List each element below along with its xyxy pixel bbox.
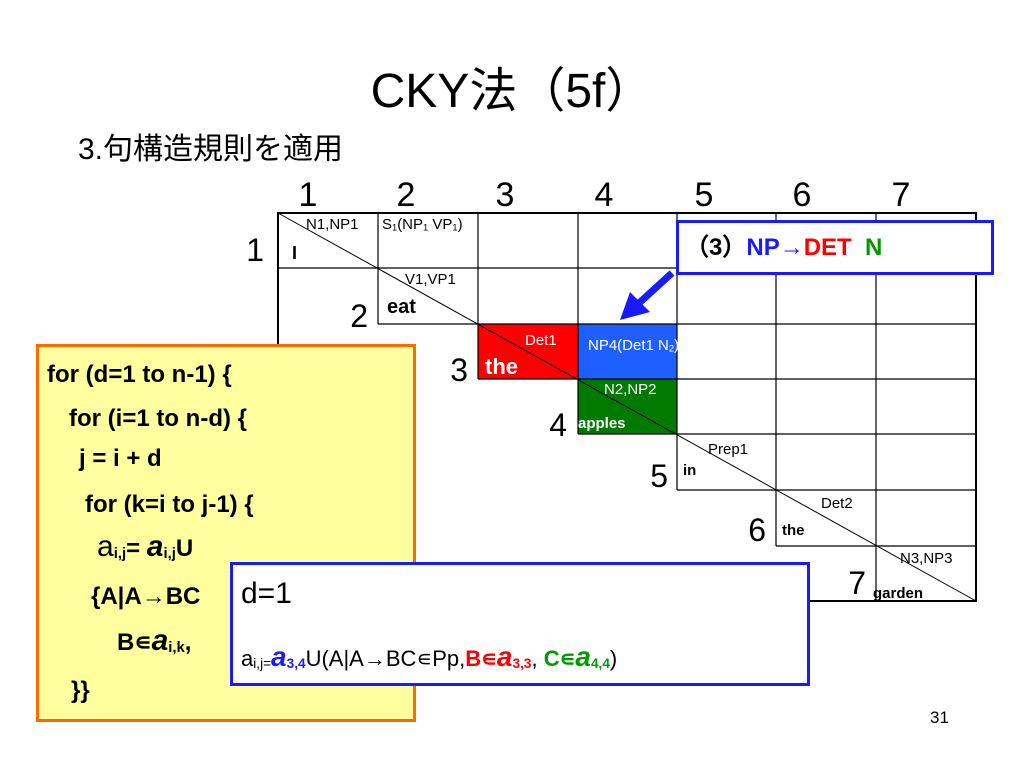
- word-6: the: [782, 522, 805, 539]
- cell-7-7-label: N3,NP3: [900, 550, 953, 567]
- page-title: CKY法（5f）: [370, 65, 654, 118]
- row-number: 4: [549, 407, 567, 443]
- rule-box: （3）NP→DET N: [676, 220, 994, 275]
- code-line-5: ai,j= ai,jU: [97, 530, 194, 563]
- column-number: 6: [792, 176, 812, 214]
- cell-1-2-label: S1(NP1 VP1): [382, 216, 463, 233]
- word-4: apples: [578, 415, 626, 432]
- code-line-6: {A|A→BC: [91, 583, 201, 610]
- row-number: 5: [650, 458, 668, 494]
- column-number: 5: [694, 176, 714, 214]
- cell-2-2-label: V1,VP1: [405, 271, 456, 288]
- code-line-2: for (i=1 to n-d) {: [69, 405, 247, 432]
- page-number: 31: [930, 708, 949, 727]
- row-number: 2: [350, 298, 368, 334]
- code-line-7: B∊ai,k,: [117, 624, 192, 657]
- column-number: 1: [298, 176, 318, 214]
- rule-arrow: →: [779, 234, 804, 261]
- code-line-4: for (k=i to j-1) {: [85, 491, 254, 518]
- row-number: 7: [848, 565, 866, 601]
- word-3: the: [485, 354, 518, 379]
- word-5: in: [683, 462, 697, 479]
- row-number: 3: [450, 352, 468, 388]
- code-line-3: j = i + d: [79, 445, 162, 472]
- step-label: d=1: [241, 577, 292, 610]
- column-number: 3: [495, 176, 515, 214]
- rule-n: N: [865, 234, 883, 261]
- code-line-1: for (d=1 to n-1) {: [47, 361, 232, 388]
- cell-1-1-label: N1,NP1: [306, 216, 359, 233]
- row-number: 1: [246, 232, 264, 268]
- word-2: eat: [387, 296, 416, 318]
- cell-3-3-label: Det1: [525, 332, 557, 349]
- rule-det: DET: [803, 234, 852, 261]
- word-1: I: [292, 243, 298, 263]
- arrow-icon: [620, 270, 675, 320]
- row-number: 6: [748, 512, 766, 548]
- cell-5-5-label: Prep1: [708, 441, 749, 458]
- column-number: 2: [396, 176, 416, 214]
- cell-3-4-label: NP4(Det1 N2): [588, 337, 680, 354]
- subtitle: 3.句構造規則を適用: [78, 133, 344, 166]
- rule-number: （3）: [685, 234, 747, 261]
- step-box: d=1 ai,j=a3,4U(A|A→BC∊Pp,B∊a3,3, C∊a4,4): [230, 562, 810, 686]
- step-formula: ai,j=a3,4U(A|A→BC∊Pp,B∊a3,3, C∊a4,4): [241, 641, 618, 672]
- column-number: 7: [891, 176, 911, 214]
- rule-lhs: NP: [746, 234, 780, 261]
- code-line-8: }}: [71, 677, 90, 704]
- column-number: 4: [594, 176, 614, 214]
- cell-4-4-label: N2,NP2: [604, 381, 657, 398]
- word-7: garden: [873, 585, 924, 602]
- cell-6-6-label: Det2: [821, 495, 853, 512]
